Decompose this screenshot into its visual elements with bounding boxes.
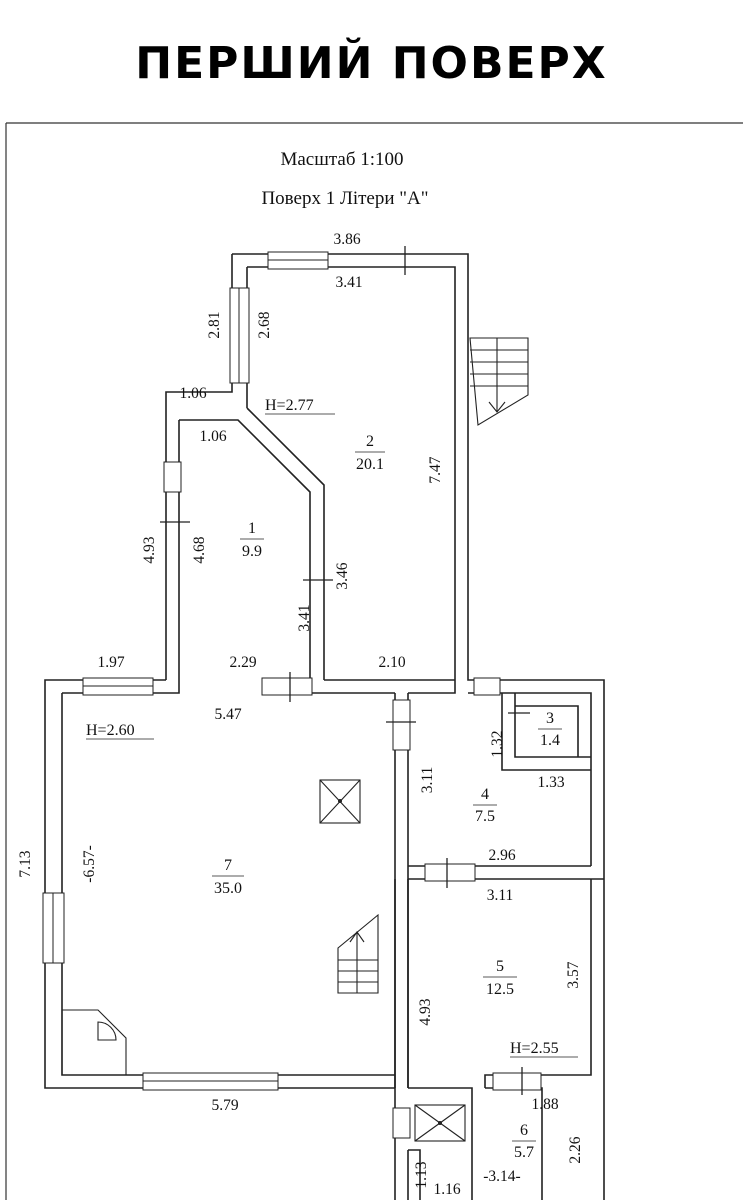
svg-text:6: 6 [520,1122,528,1139]
room-4-label: 4 7.5 [473,786,497,825]
svg-text:5.79: 5.79 [211,1097,238,1114]
interior-stair [337,913,379,994]
svg-text:1.32: 1.32 [489,730,506,757]
svg-text:1.33: 1.33 [537,774,564,791]
walls [44,253,605,1200]
page-title: ПЕРШИЙ ПОВЕРХ [135,38,608,89]
svg-text:2.96: 2.96 [488,847,515,864]
svg-text:2.81: 2.81 [206,311,223,338]
room-1-label: 1 9.9 [240,520,264,560]
svg-text:1.97: 1.97 [97,654,124,671]
svg-text:7.5: 7.5 [475,808,495,825]
svg-text:3.46: 3.46 [334,562,351,589]
shaft-symbol-2 [414,1104,466,1142]
svg-text:5.7: 5.7 [514,1144,534,1161]
openings [42,246,542,1139]
height-label-room-2: H=2.77 [265,397,314,414]
shaft-symbol-1 [319,779,361,824]
room-3-label: 3 1.4 [538,710,562,749]
svg-text:7.13: 7.13 [17,850,34,877]
svg-text:3.41: 3.41 [296,604,313,631]
dimension-labels: 3.86 3.41 1.06 1.06 2.29 2.10 1.97 5.47 … [97,231,564,1198]
svg-text:7.47: 7.47 [427,456,444,483]
external-stair [469,337,529,426]
svg-text:4: 4 [481,786,489,803]
svg-text:2.10: 2.10 [378,654,405,671]
svg-text:3: 3 [546,710,554,727]
svg-text:1.06: 1.06 [179,385,206,402]
svg-text:5.47: 5.47 [214,706,241,723]
svg-text:12.5: 12.5 [486,981,514,998]
svg-text:1.16: 1.16 [433,1181,460,1198]
svg-text:5: 5 [496,958,504,975]
svg-text:3.86: 3.86 [333,231,360,248]
svg-text:3.11: 3.11 [487,887,514,904]
svg-text:3.41: 3.41 [335,274,362,291]
svg-text:9.9: 9.9 [242,543,262,560]
svg-text:2.26: 2.26 [567,1136,584,1163]
svg-text:4.93: 4.93 [417,998,434,1025]
svg-text:4.68: 4.68 [191,536,208,563]
scale-label: Масштаб 1:100 [280,149,403,170]
svg-text:1.88: 1.88 [531,1096,558,1113]
height-label-room-5: H=2.55 [510,1040,559,1057]
svg-text:3.11: 3.11 [419,767,436,794]
svg-text:1.13: 1.13 [413,1161,430,1188]
stove-symbol [61,1009,127,1076]
svg-text:35.0: 35.0 [214,880,242,897]
room-6-label: 6 5.7 [512,1122,536,1161]
svg-text:1: 1 [248,520,256,537]
room-2-label: 2 20.1 [355,433,385,473]
svg-text:2.29: 2.29 [229,654,256,671]
svg-text:4.93: 4.93 [141,536,158,563]
room-7-label: 7 35.0 [212,857,244,897]
svg-text:7: 7 [224,857,232,874]
svg-text:-3.14-: -3.14- [483,1168,520,1185]
floor-label: Поверх 1 Літери "А" [261,188,428,209]
svg-text:2.68: 2.68 [256,311,273,338]
height-label-room-7: H=2.60 [86,722,135,739]
svg-text:1.4: 1.4 [540,732,560,749]
room-5-label: 5 12.5 [483,958,517,998]
svg-text:1.06: 1.06 [199,428,226,445]
svg-text:20.1: 20.1 [356,456,384,473]
svg-text:2: 2 [366,433,374,450]
svg-text:3.57: 3.57 [565,961,582,988]
dimension-labels-vertical: 2.81 2.68 7.47 4.93 4.68 3.46 3.41 1.32 … [17,311,584,1188]
plan-frame [5,122,743,1200]
svg-text:-6.57-: -6.57- [81,845,98,882]
